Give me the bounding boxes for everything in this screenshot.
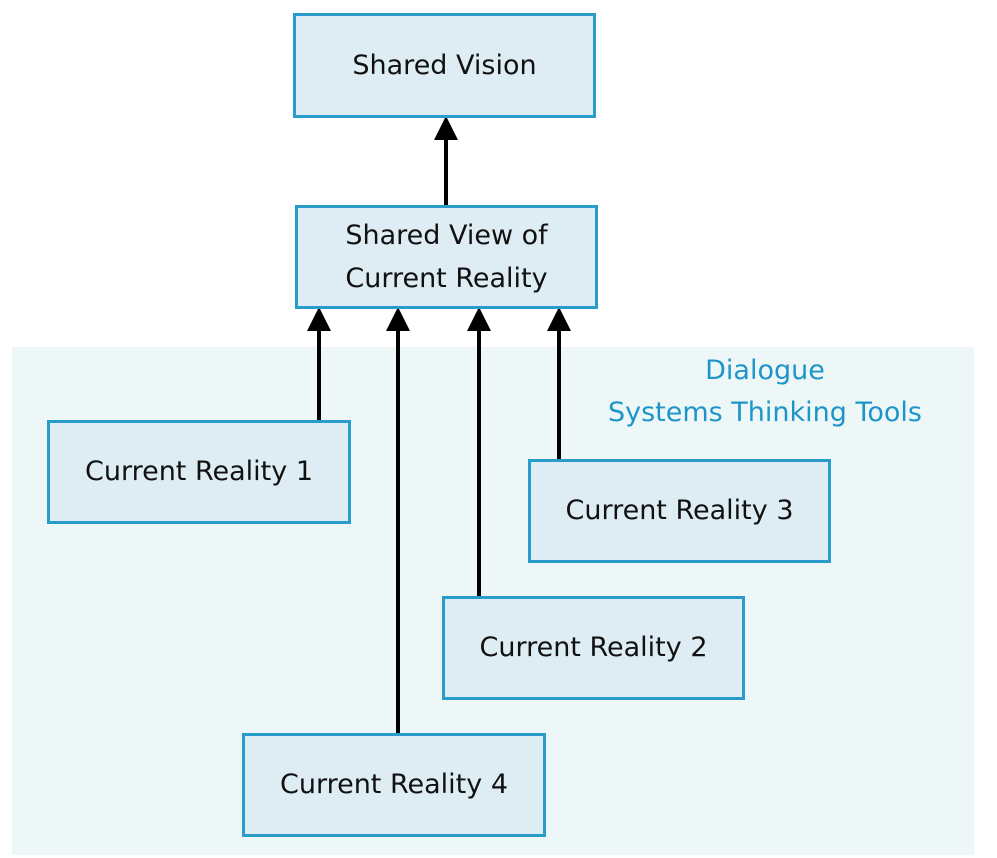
shared-vision-box: Shared Vision	[293, 13, 596, 118]
shared-view-box: Shared View of Current Reality	[295, 205, 598, 309]
current-reality-2-box: Current Reality 2	[442, 596, 745, 700]
annotation-dialogue: Dialogue	[705, 355, 825, 386]
current-reality-4-box: Current Reality 4	[242, 733, 546, 837]
tools-annotation: Dialogue Systems Thinking Tools	[560, 350, 970, 434]
current-reality-1-box: Current Reality 1	[47, 420, 351, 524]
current-reality-3-box: Current Reality 3	[528, 459, 831, 563]
annotation-systems-thinking-tools: Systems Thinking Tools	[607, 397, 923, 428]
